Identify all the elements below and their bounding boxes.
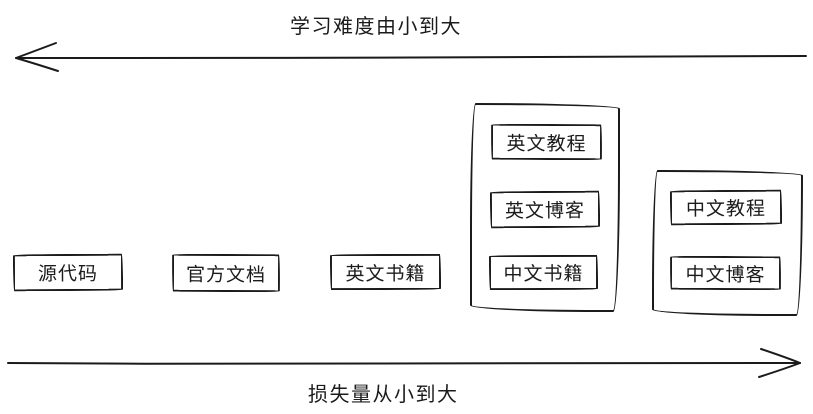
- group-chinese-resources: 中文教程 中文博客: [652, 170, 803, 316]
- box-chinese-tutorials-label: 中文教程: [685, 198, 767, 221]
- box-chinese-blogs: 中文博客: [669, 255, 782, 291]
- box-chinese-blogs-label: 中文博客: [685, 264, 766, 286]
- box-english-blogs-label: 英文博客: [504, 200, 586, 223]
- box-official-docs: 官方文档: [171, 253, 281, 293]
- group-english-resources: 英文教程 英文博客 中文书籍: [470, 103, 620, 312]
- box-english-tutorials: 英文教程: [490, 123, 603, 161]
- box-official-docs-label: 官方文档: [185, 264, 267, 286]
- box-english-blogs: 英文博客: [489, 190, 601, 229]
- left-arrow: [15, 42, 807, 72]
- box-source-code-label: 源代码: [37, 263, 99, 286]
- box-chinese-books: 中文书籍: [488, 254, 599, 291]
- right-arrow: [7, 348, 801, 378]
- box-chinese-tutorials: 中文教程: [669, 189, 783, 226]
- box-english-books: 英文书籍: [329, 253, 442, 291]
- box-english-books-label: 英文书籍: [345, 263, 426, 285]
- top-axis-label: 学习难度由小到大: [290, 16, 462, 38]
- bottom-axis-label: 损失量从小到大: [308, 384, 459, 406]
- box-source-code: 源代码: [12, 253, 124, 292]
- box-chinese-books-label: 中文书籍: [503, 263, 584, 286]
- box-english-tutorials-label: 英文教程: [506, 133, 587, 155]
